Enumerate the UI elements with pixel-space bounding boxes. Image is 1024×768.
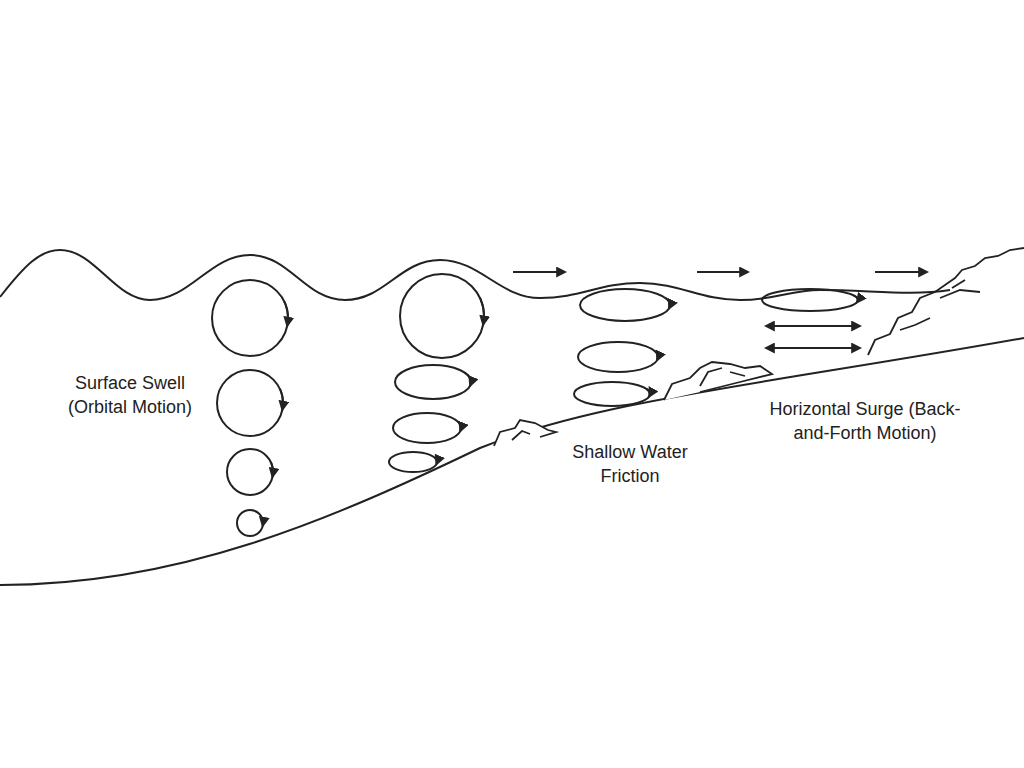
rock — [494, 420, 556, 446]
wave-direction-arrow — [875, 271, 927, 273]
orbit-direction-arrow — [853, 295, 858, 302]
orbit-path — [400, 274, 484, 358]
orbit-path — [237, 510, 263, 536]
orbit-direction-arrow — [435, 458, 437, 464]
orbit-direction-arrow — [646, 389, 650, 397]
orbit-direction-arrow — [280, 389, 283, 410]
water-surface — [0, 250, 950, 300]
orbit-path — [389, 452, 437, 472]
surge-arrows — [766, 326, 860, 348]
orbit-path — [393, 413, 461, 443]
orbital-paths — [212, 274, 858, 536]
sea-floor — [0, 338, 1024, 585]
region-label: Surface Swell (Orbital Motion) — [55, 371, 205, 419]
orbit-direction-arrow — [458, 421, 461, 431]
orbit-direction-arrow — [480, 298, 484, 325]
orbit-path — [217, 370, 283, 436]
orbit-direction-arrow — [262, 517, 263, 525]
orbit-path — [395, 365, 471, 399]
orbit-direction-arrow — [284, 301, 288, 325]
orbit-direction-arrow — [271, 462, 273, 477]
orbit-path — [574, 382, 650, 406]
orbit-path — [762, 289, 858, 311]
orbit-path — [580, 289, 670, 321]
wave-direction-arrow — [513, 271, 565, 273]
surge-arrow — [766, 347, 860, 349]
surge-arrow — [766, 325, 860, 327]
travel-arrows — [513, 271, 927, 273]
orbit-path — [212, 280, 288, 356]
wave-direction-arrow — [697, 271, 748, 273]
orbit-direction-arrow — [467, 375, 471, 386]
orbit-direction-arrow — [666, 298, 670, 308]
shore-cliff — [868, 248, 1024, 355]
rock — [664, 362, 772, 400]
orbit-path — [578, 342, 658, 372]
orbit-path — [227, 449, 273, 495]
region-label: Horizontal Surge (Back-and-Forth Motion) — [753, 397, 978, 445]
orbit-direction-arrow — [654, 350, 658, 360]
region-label: Shallow Water Friction — [563, 440, 698, 488]
